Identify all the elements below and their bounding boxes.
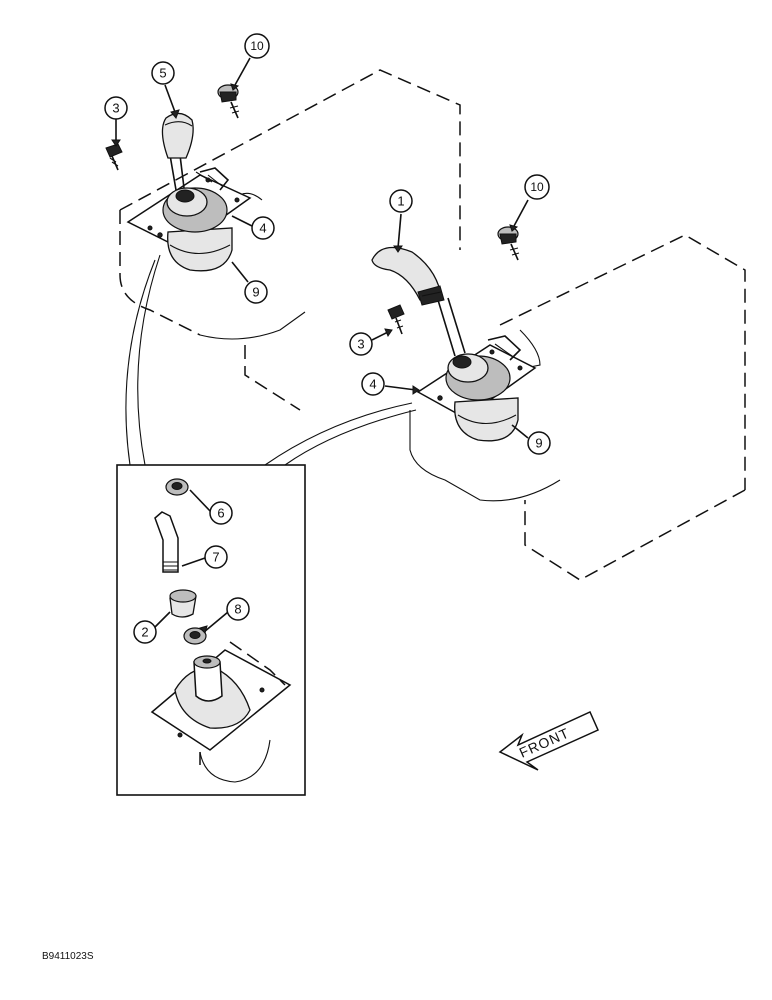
right-joystick (371, 246, 537, 442)
callout-9-right-label: 9 (535, 436, 542, 451)
callout-3-right-label: 3 (357, 337, 364, 352)
callout-10-right-label: 10 (530, 180, 544, 194)
callout-8-label: 8 (234, 602, 241, 617)
inset-leader-lines (151, 489, 229, 634)
callout-6-label: 6 (217, 506, 224, 521)
callout-1-label: 1 (397, 194, 404, 209)
callout-6: 6 (209, 501, 233, 525)
bolt-right (387, 304, 405, 335)
callout-4-left-label: 4 (259, 221, 266, 236)
inset-detail (116, 464, 306, 796)
callout-2-label: 2 (141, 625, 148, 640)
callout-4-left: 4 (251, 216, 275, 240)
capscrew-left (217, 84, 240, 119)
right-console-outline (409, 234, 746, 581)
leader-lines (111, 57, 529, 466)
callout-3-left: 3 (104, 96, 128, 120)
callout-5-label: 5 (159, 66, 166, 81)
callout-3-right: 3 (349, 332, 373, 356)
bolt-left (105, 143, 123, 171)
callout-5: 5 (151, 61, 175, 85)
callout-3-left-label: 3 (112, 101, 119, 116)
callout-9-left: 9 (244, 280, 268, 304)
front-label: FRONT (517, 724, 572, 760)
left-joystick (126, 112, 252, 272)
callout-1: 1 (389, 189, 413, 213)
callout-10-left: 10 (244, 33, 270, 59)
callout-4-right-label: 4 (369, 377, 376, 392)
callout-8: 8 (226, 597, 250, 621)
front-arrow: FRONT (498, 711, 599, 771)
drawing-code: B9411023S (42, 951, 94, 962)
left-console-outline (119, 69, 461, 411)
callout-9-left-label: 9 (252, 285, 259, 300)
callout-7-label: 7 (212, 550, 219, 565)
capscrew-right (497, 226, 520, 261)
callout-2: 2 (133, 620, 157, 644)
callout-9-right: 9 (527, 431, 551, 455)
callout-10-left-label: 10 (250, 39, 264, 53)
callout-10-right: 10 (524, 174, 550, 200)
callout-4-right: 4 (361, 372, 385, 396)
callout-7: 7 (204, 545, 228, 569)
